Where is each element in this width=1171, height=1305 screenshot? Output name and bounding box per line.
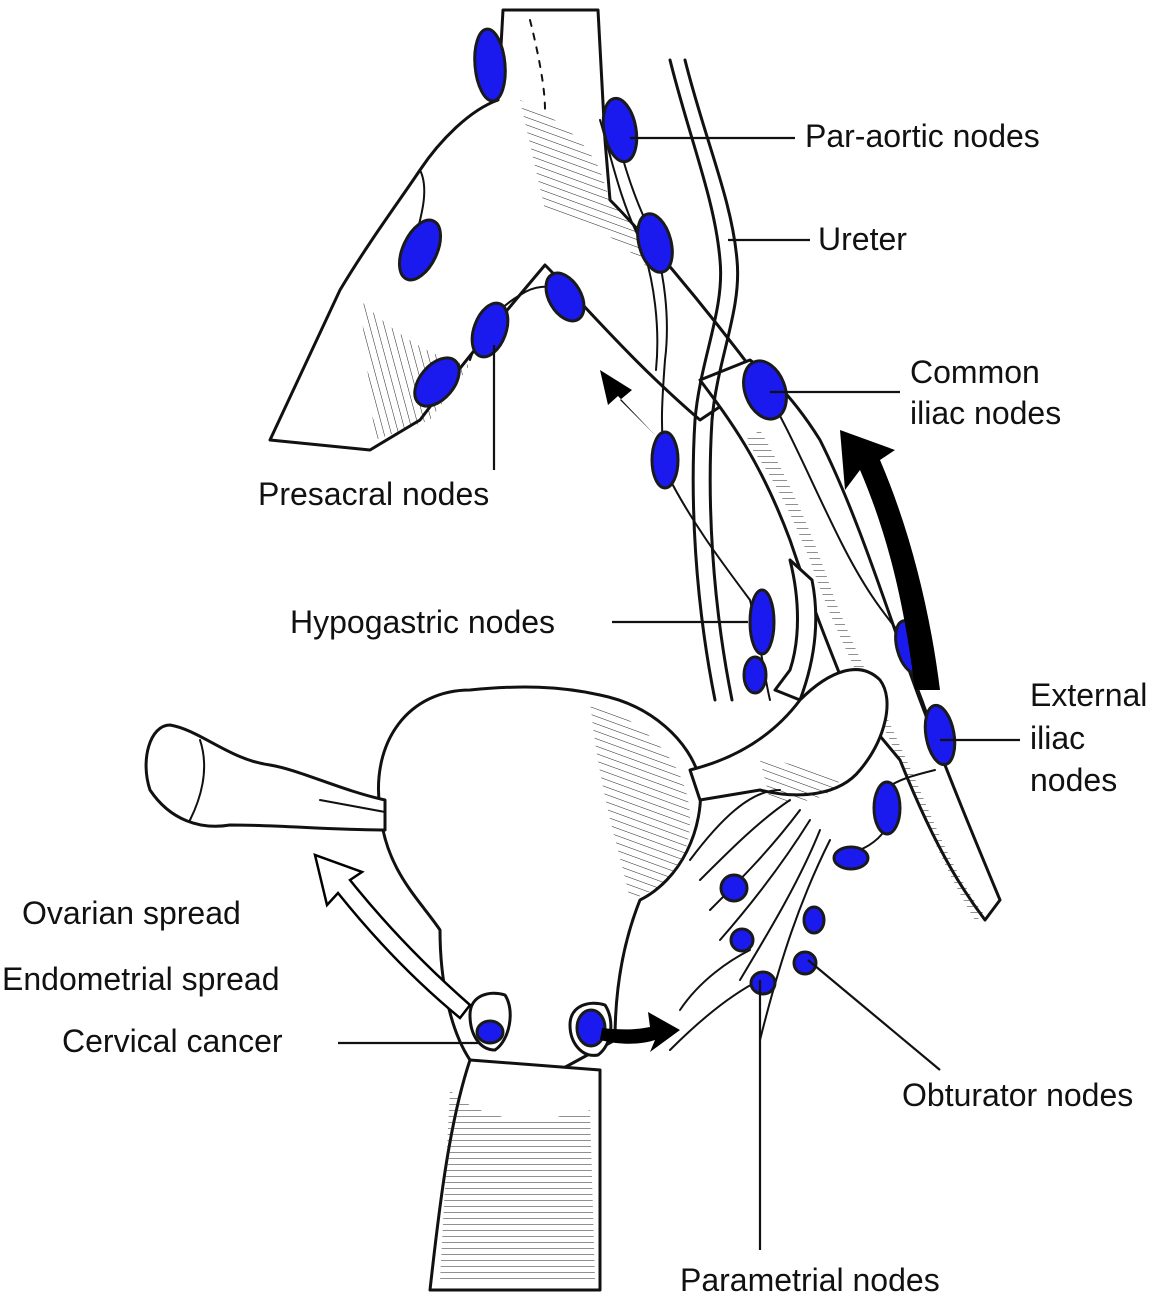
cervical-node-21	[477, 1021, 503, 1043]
label-ovarian-spread: Ovarian spread	[22, 895, 241, 931]
label-common-iliac-line1: Common	[910, 354, 1040, 390]
aorta	[270, 10, 760, 450]
label-endometrial-spread: Endometrial spread	[2, 961, 279, 997]
label-common-iliac-line2: iliac nodes	[910, 395, 1061, 431]
label-cervical-cancer: Cervical cancer	[62, 1023, 283, 1059]
presacral-arrow	[600, 370, 660, 440]
hypogastric-node-11	[744, 657, 766, 693]
parametrial-node-20	[751, 972, 775, 994]
common-iliac-node-8	[652, 432, 678, 488]
external-iliac-node-14	[874, 782, 900, 834]
label-ureter: Ureter	[818, 221, 907, 257]
obturator-node-18	[804, 907, 824, 933]
label-presacral-nodes: Presacral nodes	[258, 476, 489, 512]
external-iliac-node-15	[834, 847, 868, 869]
label-parametrial-nodes: Parametrial nodes	[680, 1262, 940, 1298]
label-hypogastric-nodes: Hypogastric nodes	[290, 604, 555, 640]
label-external-iliac-line3: nodes	[1030, 762, 1117, 798]
label-obturator-nodes: Obturator nodes	[902, 1077, 1133, 1113]
label-external-iliac-line2: iliac	[1030, 720, 1085, 756]
obturator-node-17	[731, 929, 753, 951]
cervical-node-22	[577, 1010, 605, 1046]
label-par-aortic-nodes: Par-aortic nodes	[805, 118, 1040, 154]
hypogastric-node-10	[750, 590, 774, 654]
obturator-node-16	[721, 875, 747, 901]
label-external-iliac-line1: External	[1030, 677, 1147, 713]
